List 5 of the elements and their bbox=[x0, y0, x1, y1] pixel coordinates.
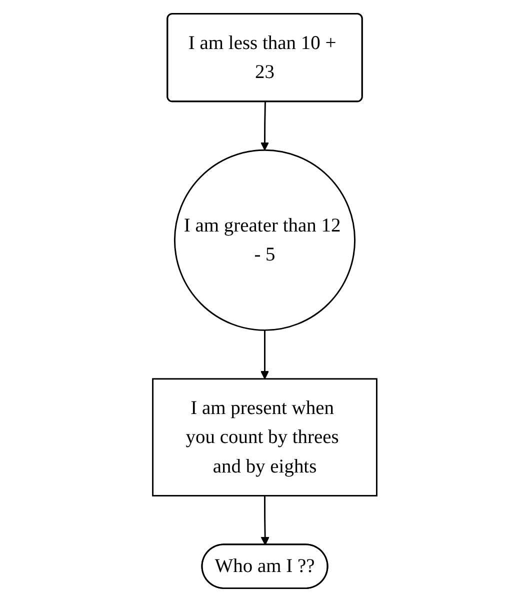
arrow bbox=[260, 101, 270, 150]
node-circle: I am greater than 12 - 5 bbox=[174, 148, 356, 330]
arrow bbox=[260, 330, 270, 379]
node-box: I am present when you count by threes and by eights bbox=[152, 378, 378, 496]
arrow bbox=[261, 495, 270, 545]
